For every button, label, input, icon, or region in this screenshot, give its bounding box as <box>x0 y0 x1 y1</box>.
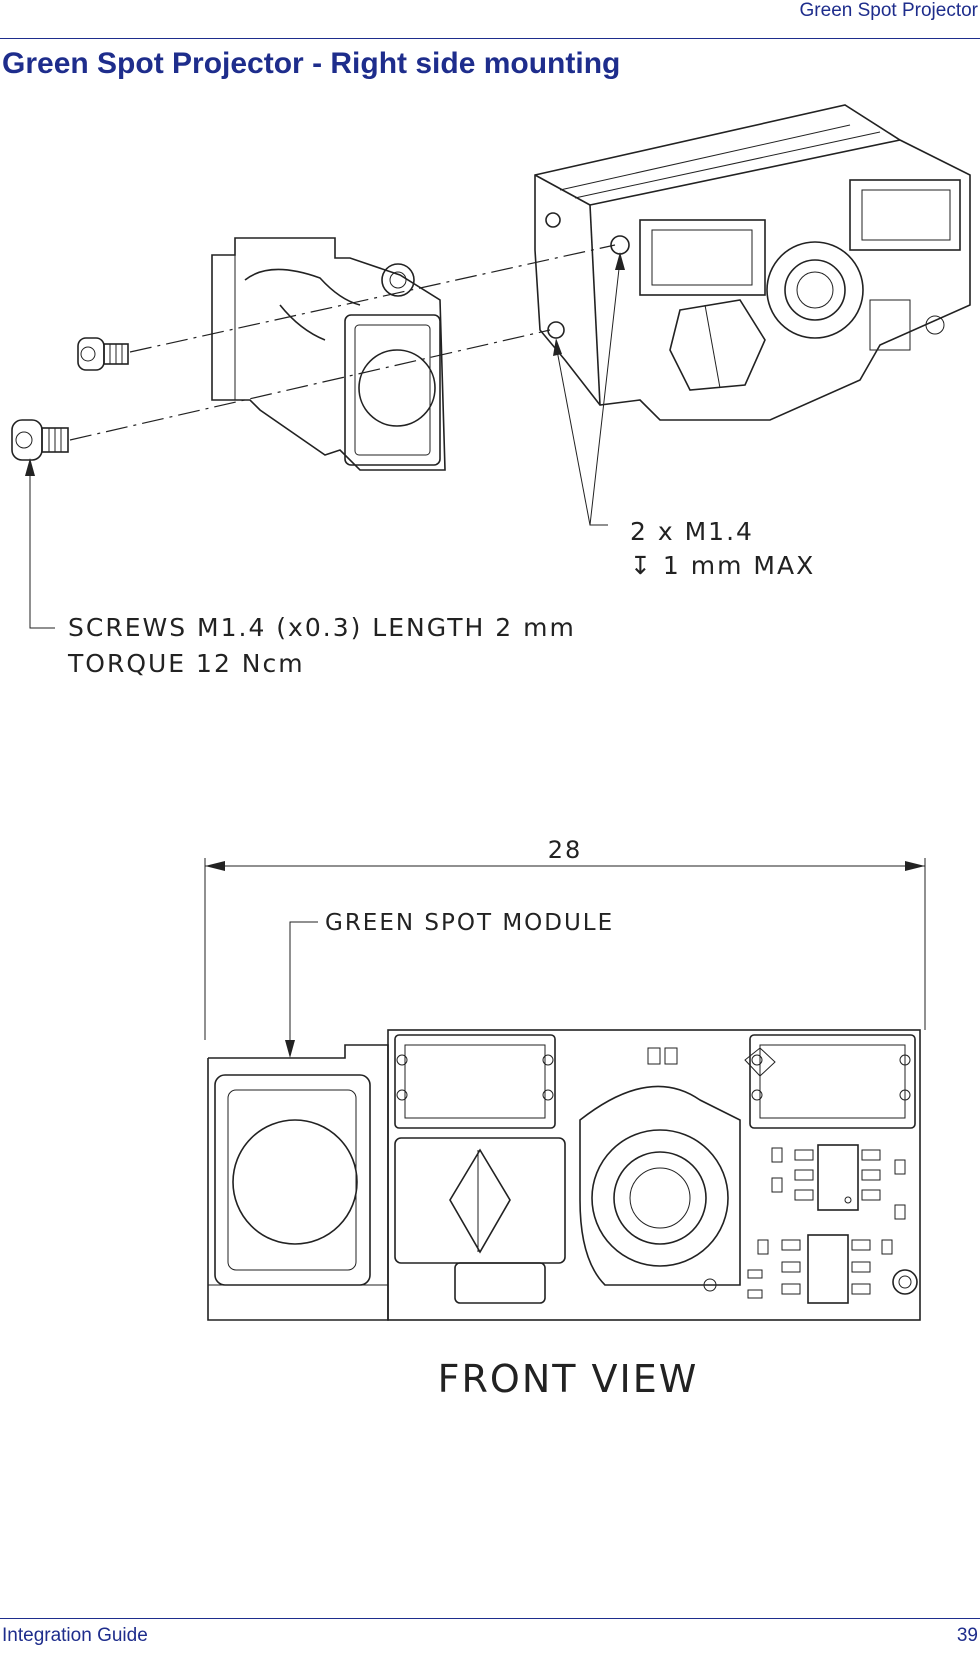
module-front-outline <box>207 1044 389 1321</box>
page-title: Green Spot Projector - Right side mounti… <box>2 47 621 80</box>
callout-holes-line2: ↧ 1 mm MAX <box>630 551 815 580</box>
screw-upper <box>77 337 129 371</box>
callout-screws-line2: TORQUE 12 Ncm <box>67 649 305 678</box>
section-title: Green Spot Projector <box>799 0 978 21</box>
screw-lower <box>11 419 69 461</box>
page-footer: Integration Guide 39 <box>0 1618 980 1653</box>
page-header: Green Spot Projector <box>0 0 980 39</box>
engine-front-outline <box>387 1029 921 1321</box>
callout-screws-line1: SCREWS M1.4 (x0.3) LENGTH 2 mm <box>68 613 576 642</box>
green-spot-module <box>211 237 446 471</box>
page-number: 39 <box>956 1625 978 1646</box>
dimension-label: 28 <box>548 836 583 864</box>
scan-engine-body <box>534 104 971 421</box>
document-title: Integration Guide <box>2 1625 148 1646</box>
view-label: FRONT VIEW <box>438 1357 699 1401</box>
exploded-view: 2 x M1.4 ↧ 1 mm MAX SCREWS M1.4 (x0.3) L… <box>11 104 971 678</box>
module-label: GREEN SPOT MODULE <box>325 910 614 936</box>
callout-holes-line1: 2 x M1.4 <box>630 517 754 546</box>
front-view: 28 GREEN SPOT MODULE <box>204 836 926 1401</box>
